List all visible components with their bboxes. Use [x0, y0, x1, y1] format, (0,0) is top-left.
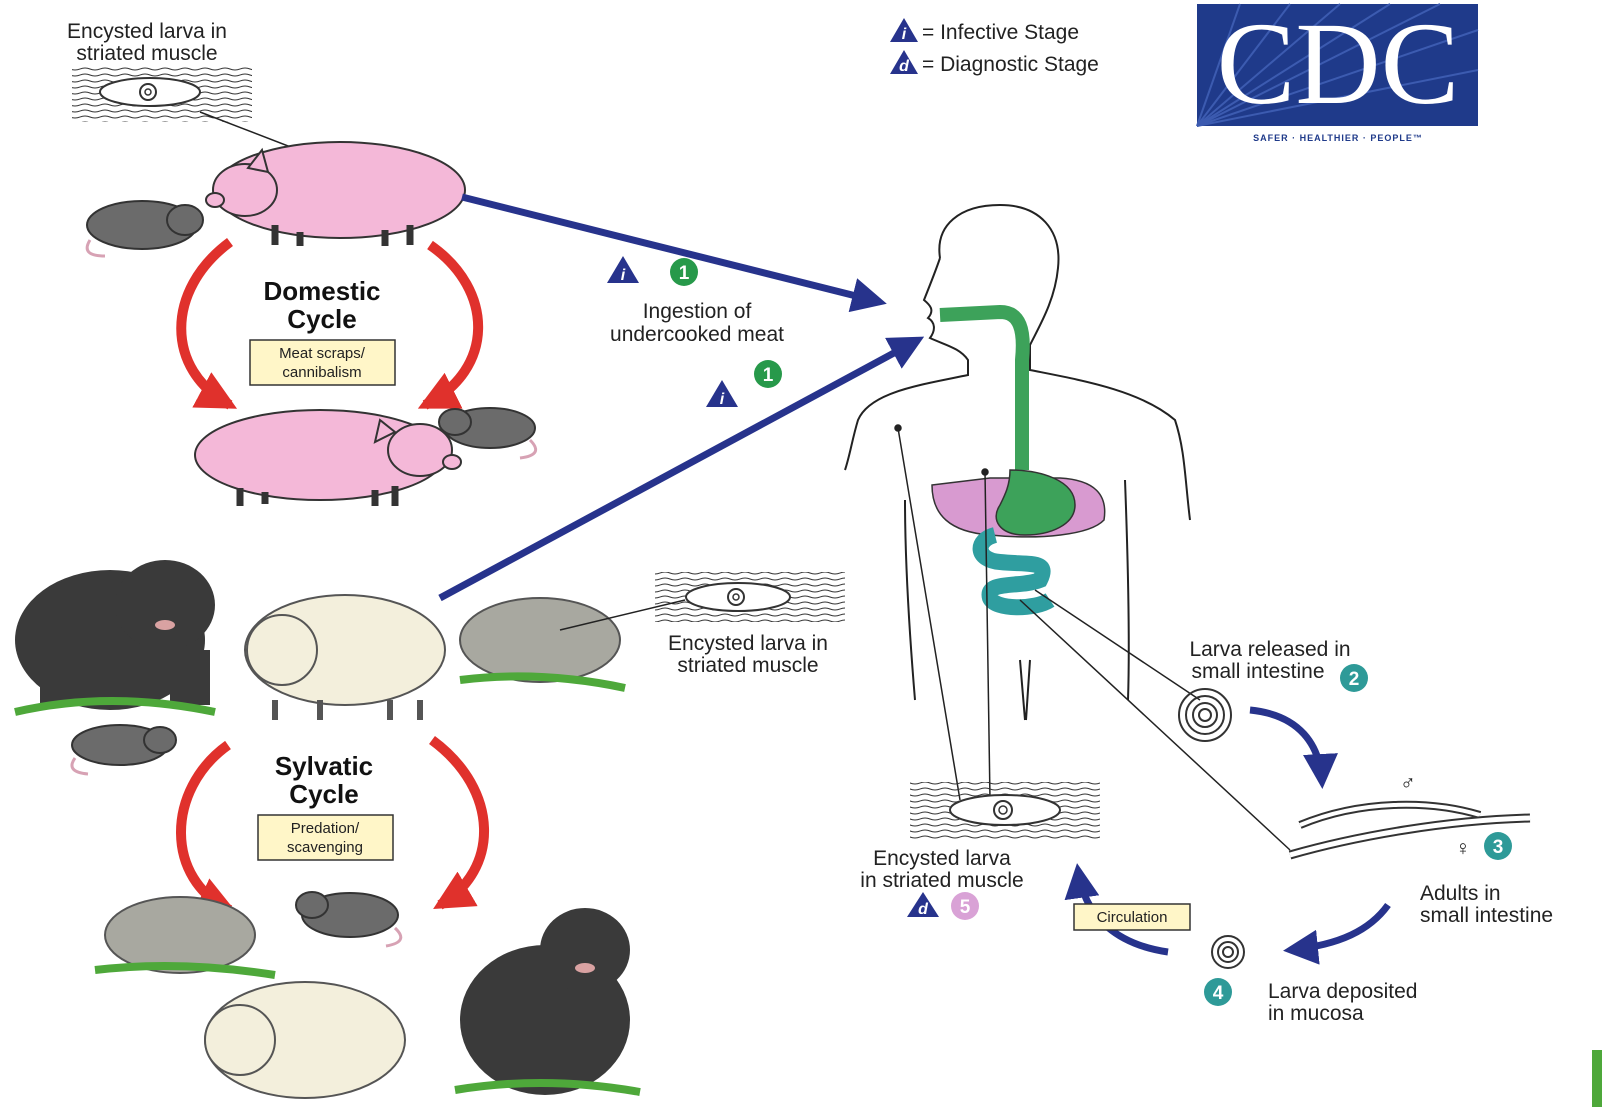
step-5-number: 5 — [960, 897, 971, 918]
sylvatic-cycle-title-line2: Cycle — [289, 779, 358, 809]
sylvatic-muscle-label-line2: striated muscle — [677, 654, 818, 677]
coiled-larva-icon — [1179, 689, 1231, 741]
domestic-cycle-title-line1: Domestic — [263, 276, 380, 306]
polar-bear-icon — [205, 982, 405, 1098]
sylvatic-cycle-title-line1: Sylvatic — [275, 751, 373, 781]
sylvatic-cycle-arrow-right — [432, 740, 484, 905]
step-4-label-line1: Larva deposited — [1268, 980, 1417, 1003]
step-5-label-line1: Encysted larva — [873, 847, 1011, 870]
black-bear-icon — [455, 908, 640, 1095]
rat-icon — [296, 892, 401, 946]
step-1-label-line1: Ingestion of — [643, 300, 752, 323]
infective-symbol: i — [720, 391, 725, 408]
step-3-label-line2: small intestine — [1420, 904, 1553, 927]
step-4-label-line2: in mucosa — [1268, 1002, 1364, 1025]
step-5: Encysted larva in striated muscle d 5 — [860, 782, 1100, 920]
step-3: ♂ ♀ 3 Adults in small intestine — [1290, 772, 1553, 927]
small-intestine-icon — [981, 535, 1050, 607]
step-1-number: 1 — [763, 365, 774, 386]
corner-accent — [1592, 1050, 1602, 1107]
encysted-larva-muscle-icon — [655, 572, 845, 622]
boar-icon — [95, 897, 275, 975]
digestive-tract — [932, 312, 1105, 607]
diagnostic-symbol: d — [899, 58, 910, 75]
step-5-label-line2: in striated muscle — [860, 869, 1023, 892]
domestic-transmission-box: Meat scraps/ cannibalism — [250, 340, 395, 385]
domestic-cycle: Encysted larva in striated muscle Domest… — [67, 20, 536, 506]
step-2-label-line2: small intestine — [1191, 660, 1324, 683]
diagnostic-stage-icon: d — [890, 50, 918, 75]
coiled-larva-icon — [1212, 936, 1244, 968]
boar-icon — [460, 598, 625, 688]
domestic-cycle-title-line2: Cycle — [287, 304, 356, 334]
cdc-logo: CDC SAFER · HEALTHIER · PEOPLE™ — [1197, 0, 1478, 143]
sylvatic-transmission-box: Predation/ scavenging — [258, 815, 393, 860]
legend: i = Infective Stage d = Diagnostic Stage — [890, 18, 1099, 76]
step-1-badge: 1 — [670, 258, 698, 286]
step-2-badge: 2 — [1340, 664, 1368, 692]
diagnostic-stage-label: = Diagnostic Stage — [922, 53, 1099, 76]
rat-icon — [72, 725, 176, 774]
cdc-logo-tagline: SAFER · HEALTHIER · PEOPLE™ — [1253, 133, 1423, 143]
step-3-to-4-arrow — [1290, 905, 1388, 950]
diagnostic-symbol: d — [918, 901, 929, 918]
step-4-number: 4 — [1213, 983, 1224, 1004]
pig-icon — [195, 410, 461, 506]
infective-stage-icon: i — [706, 380, 738, 408]
step-2-number: 2 — [1349, 669, 1360, 690]
encysted-larva-muscle-icon — [910, 782, 1100, 840]
ingestion-arrow-domestic — [462, 197, 880, 302]
domestic-box-line2: cannibalism — [282, 364, 361, 381]
infective-stage-icon: i — [890, 18, 918, 43]
step-3-label-line1: Adults in — [1420, 882, 1501, 905]
step-3-number: 3 — [1493, 837, 1504, 858]
circulation-box: Circulation — [1074, 904, 1190, 930]
female-symbol: ♀ — [1455, 837, 1471, 860]
step-2: Larva released in small intestine 2 — [1179, 638, 1368, 741]
sylvatic-muscle-label-line1: Encysted larva in — [668, 632, 828, 655]
pig-icon — [206, 142, 465, 246]
sylvatic-box-line2: scavenging — [287, 839, 363, 856]
male-symbol: ♂ — [1400, 772, 1416, 795]
step-5-badge: 5 — [951, 892, 979, 920]
domestic-box-line1: Meat scraps/ — [279, 345, 366, 362]
infective-symbol: i — [621, 267, 626, 284]
black-bear-icon — [15, 560, 215, 712]
step-1-number: 1 — [679, 263, 690, 284]
step-1-markers: i 1 Ingestion of undercooked meat 1 i — [607, 256, 784, 408]
rat-icon — [439, 408, 536, 458]
circulation-label: Circulation — [1097, 909, 1168, 926]
infective-stage-icon: i — [607, 256, 639, 284]
domestic-cycle-arrow-right — [425, 245, 478, 405]
step-4-badge: 4 — [1204, 978, 1232, 1006]
domestic-muscle-label-line2: striated muscle — [76, 42, 217, 65]
encysted-larva-muscle-icon — [72, 66, 252, 122]
sylvatic-cycle-arrow-left — [181, 745, 230, 910]
rat-icon — [87, 201, 203, 256]
infective-symbol: i — [902, 26, 907, 43]
domestic-muscle-label-line1: Encysted larva in — [67, 20, 227, 43]
step-1-badge: 1 — [754, 360, 782, 388]
infective-stage-label: = Infective Stage — [922, 21, 1079, 44]
cdc-logo-letters: CDC — [1217, 0, 1460, 129]
step-1-label-line2: undercooked meat — [610, 323, 784, 346]
step-2-to-3-arrow — [1250, 710, 1322, 782]
sylvatic-box-line1: Predation/ — [291, 820, 360, 837]
polar-bear-icon — [245, 595, 445, 720]
sylvatic-cycle: Encysted larva in striated muscle Sylvat… — [15, 560, 845, 1098]
step-2-label-line1: Larva released in — [1189, 638, 1350, 661]
step-3-badge: 3 — [1484, 832, 1512, 860]
domestic-cycle-arrow-left — [181, 242, 230, 405]
diagnostic-stage-icon: d — [907, 892, 939, 918]
